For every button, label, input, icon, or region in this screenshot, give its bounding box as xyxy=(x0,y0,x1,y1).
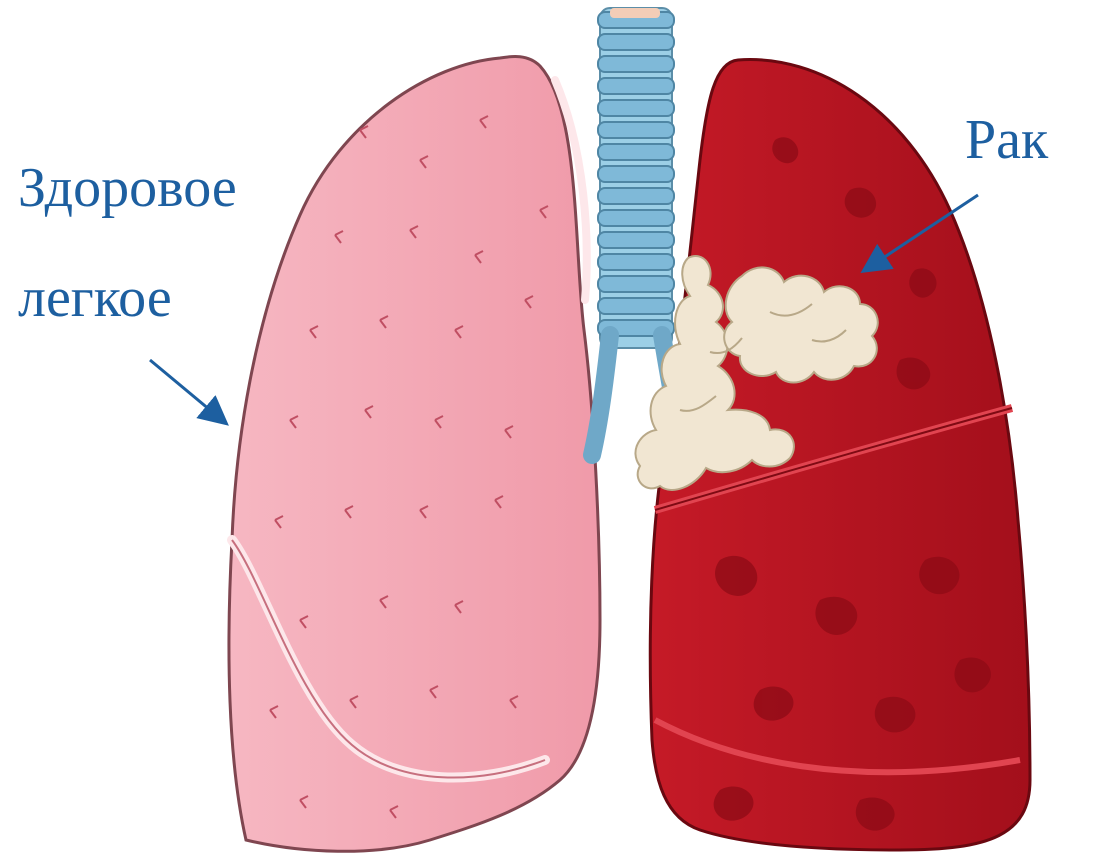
trachea xyxy=(598,8,674,348)
healthy-lung xyxy=(229,56,600,851)
arrow-icon xyxy=(150,360,222,420)
cancer-label: Рак xyxy=(965,112,1048,168)
healthy-lung-label-line-1: Здоровое xyxy=(18,160,237,216)
trachea-rings xyxy=(598,12,674,336)
healthy-lung-label-line-2: легкое xyxy=(18,270,172,326)
